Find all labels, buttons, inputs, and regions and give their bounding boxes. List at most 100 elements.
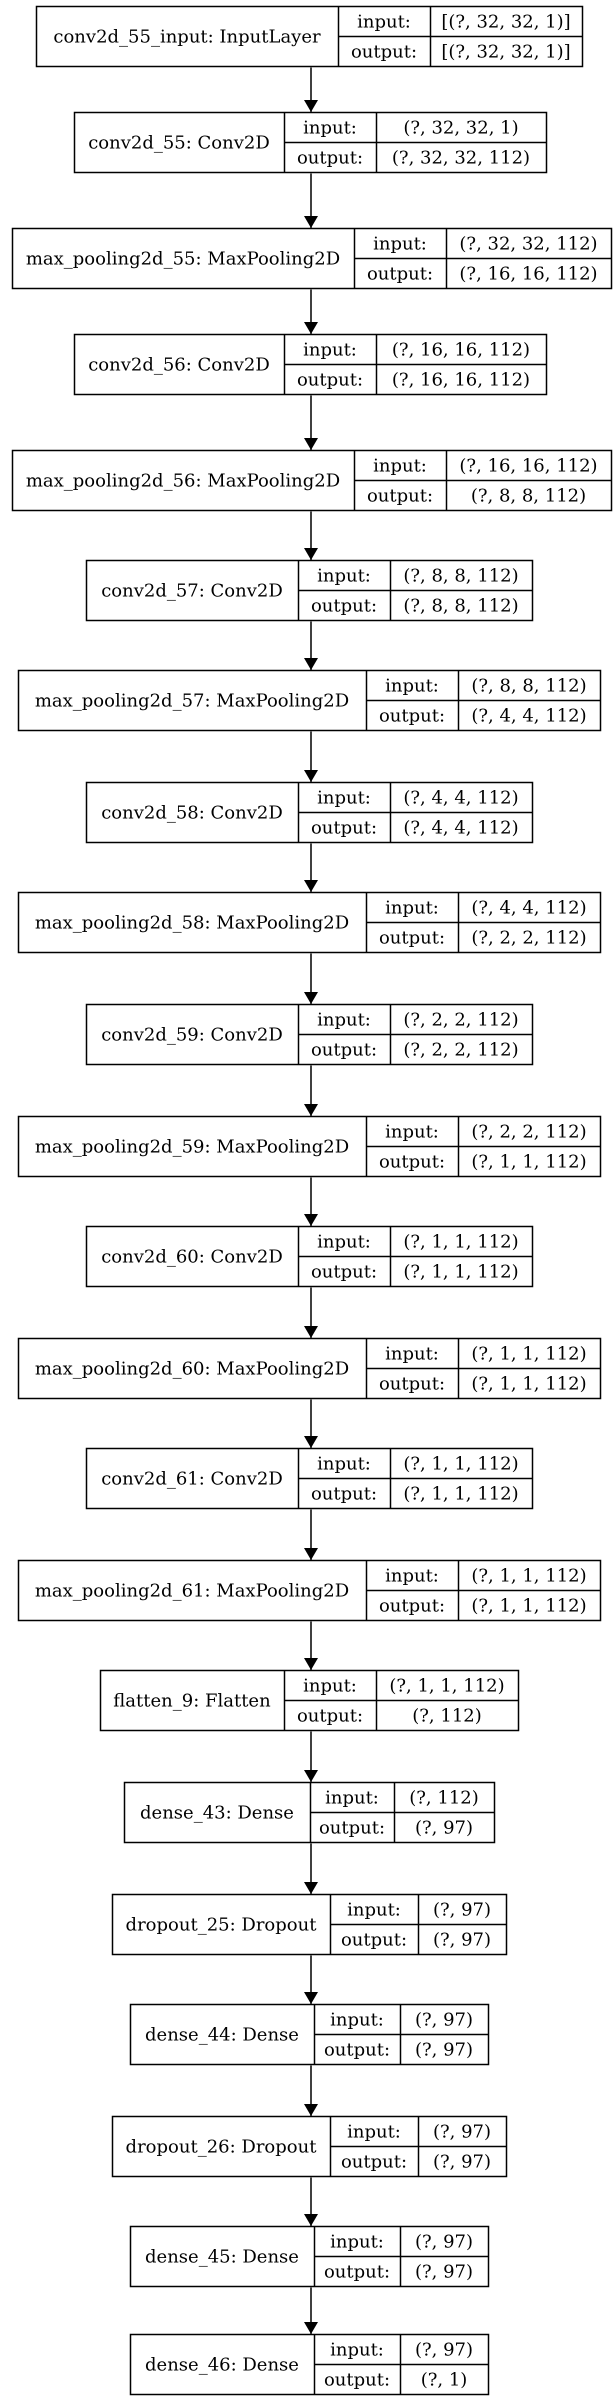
layer-name: conv2d_55: Conv2D: [88, 133, 270, 154]
layer-node: dense_46: Dense input: output: (?, 97) (?, 1…: [129, 2333, 490, 2396]
output-shape: (?, 1): [421, 2370, 468, 2391]
input-shape: (?, 1, 1, 112): [471, 1566, 586, 1587]
output-shape: (?, 16, 16, 112): [392, 370, 530, 391]
output-shape: (?, 97): [415, 2262, 473, 2283]
output-label: output:: [341, 2152, 407, 2173]
output-label: output:: [351, 42, 417, 63]
layer-node: max_pooling2d_58: MaxPooling2Dinput:outp…: [17, 891, 602, 954]
input-shape: (?, 8, 8, 112): [471, 676, 586, 697]
input-shape: (?, 32, 32, 1): [403, 118, 518, 139]
layer-name: conv2d_61: Conv2D: [101, 1469, 283, 1490]
output-label: output:: [297, 370, 363, 391]
layer-node: conv2d_55: Conv2D input: output: (?, 32, 32…: [73, 111, 548, 174]
layer-name: max_pooling2d_60: MaxPooling2D: [35, 1359, 349, 1380]
output-label: output:: [379, 1596, 445, 1617]
output-label: output:: [297, 148, 363, 169]
output-shape: [(?, 32, 32, 1)]: [441, 42, 570, 63]
layer-name: max_pooling2d_58: MaxPooling2D: [35, 913, 349, 934]
layer-name: max_pooling2d_59: MaxPooling2D: [35, 1137, 349, 1158]
input-shape: (?, 32, 32, 112): [459, 234, 597, 255]
output-label: output:: [319, 1818, 385, 1839]
layer-node: max_pooling2d_61: MaxPooling2D input: outp…: [17, 1559, 602, 1622]
input-label: input:: [385, 676, 439, 697]
layer-name: conv2d_59: Conv2D: [101, 1025, 283, 1046]
input-shape: (?, 97): [433, 1900, 491, 1921]
input-shape: (?, 97): [415, 2232, 473, 2253]
input-shape: (?, 1, 1, 112): [389, 1676, 504, 1697]
layer-node: max_pooling2d_57: MaxPooling2D input: outp…: [17, 669, 602, 732]
input-label: input:: [303, 118, 357, 139]
output-shape: (?, 1, 1, 112): [403, 1262, 518, 1283]
layer-node: conv2d_61: Conv2D input: output: (?, 1, 1, …: [85, 1447, 534, 1510]
input-label: input:: [317, 1010, 371, 1031]
output-label: output:: [367, 264, 433, 285]
output-shape: (?, 8, 8, 112): [471, 486, 586, 507]
input-shape: (?, 97): [415, 2010, 473, 2031]
layer-name: dense_43: Dense: [140, 1803, 294, 1824]
output-label: output:: [311, 818, 377, 839]
output-shape: (?, 97): [415, 2040, 473, 2061]
output-shape: (?, 2, 2, 112): [471, 928, 586, 949]
output-shape: (?, 1, 1, 112): [471, 1374, 586, 1395]
input-shape: (?, 1, 1, 112): [403, 1232, 518, 1253]
layer-node: max_pooling2d_59: MaxPooling2Dinput:outp…: [17, 1115, 602, 1178]
input-shape: (?, 4, 4, 112): [403, 788, 518, 809]
input-shape: (?, 2, 2, 112): [471, 1122, 586, 1143]
input-shape: [(?, 32, 32, 1)]: [441, 12, 570, 33]
layer-node: conv2d_59: Conv2D input: output: (?, 2, 2, …: [85, 1003, 534, 1066]
input-label: input:: [357, 12, 411, 33]
output-label: output:: [341, 1930, 407, 1951]
output-label: output:: [311, 1484, 377, 1505]
input-label: input:: [385, 1566, 439, 1587]
input-label: input:: [347, 2122, 401, 2143]
input-label: input:: [330, 2340, 384, 2361]
output-label: output:: [311, 596, 377, 617]
layer-name: dense_46: Dense: [145, 2355, 299, 2376]
layer-node: max_pooling2d_60: MaxPooling2D input: outp…: [17, 1337, 602, 1400]
output-shape: (?, 4, 4, 112): [471, 706, 586, 727]
layer-name: dropout_26: Dropout: [126, 2137, 318, 2158]
layer-name: dense_44: Dense: [145, 2025, 299, 2046]
input-shape: (?, 97): [415, 2340, 473, 2361]
output-label: output:: [324, 2040, 390, 2061]
input-shape: (?, 16, 16, 112): [392, 340, 530, 361]
output-label: output:: [379, 706, 445, 727]
layer-name: max_pooling2d_55: MaxPooling2D: [26, 249, 340, 270]
output-shape: (?, 2, 2, 112): [403, 1040, 518, 1061]
input-label: input:: [385, 1344, 439, 1365]
input-label: input:: [317, 1454, 371, 1475]
output-label: output:: [324, 2370, 390, 2391]
layer-name: conv2d_56: Conv2D: [88, 355, 270, 376]
input-shape: (?, 4, 4, 112): [471, 898, 586, 919]
layer-name: max_pooling2d_61: MaxPooling2D: [35, 1581, 349, 1602]
input-label: input:: [330, 2010, 384, 2031]
layer-name: max_pooling2d_57: MaxPooling2D: [35, 691, 349, 712]
output-label: output:: [379, 1374, 445, 1395]
output-shape: (?, 8, 8, 112): [403, 596, 518, 617]
input-shape: (?, 2, 2, 112): [403, 1010, 518, 1031]
output-shape: (?, 32, 32, 112): [392, 148, 530, 169]
input-label: input:: [317, 1232, 371, 1253]
output-shape: (?, 1, 1, 112): [403, 1484, 518, 1505]
input-label: input:: [303, 1676, 357, 1697]
output-label: output:: [311, 1040, 377, 1061]
layer-node: max_pooling2d_56: MaxPooling2Dinput:outp…: [11, 449, 613, 512]
input-label: input:: [330, 2232, 384, 2253]
layer-node: conv2d_55_input: InputLayerinput:output:…: [35, 5, 584, 68]
layer-name: dense_45: Dense: [145, 2247, 299, 2268]
layer-name: conv2d_60: Conv2D: [101, 1247, 283, 1268]
output-shape: (?, 97): [415, 1818, 473, 1839]
input-shape: (?, 97): [433, 2122, 491, 2143]
input-label: input:: [347, 1900, 401, 1921]
layer-node: max_pooling2d_55: MaxPooling2Dinput:outp…: [11, 227, 613, 290]
input-shape: (?, 8, 8, 112): [403, 566, 518, 587]
layer-name: conv2d_57: Conv2D: [101, 581, 283, 602]
output-label: output:: [367, 486, 433, 507]
output-shape: (?, 1, 1, 112): [471, 1152, 586, 1173]
